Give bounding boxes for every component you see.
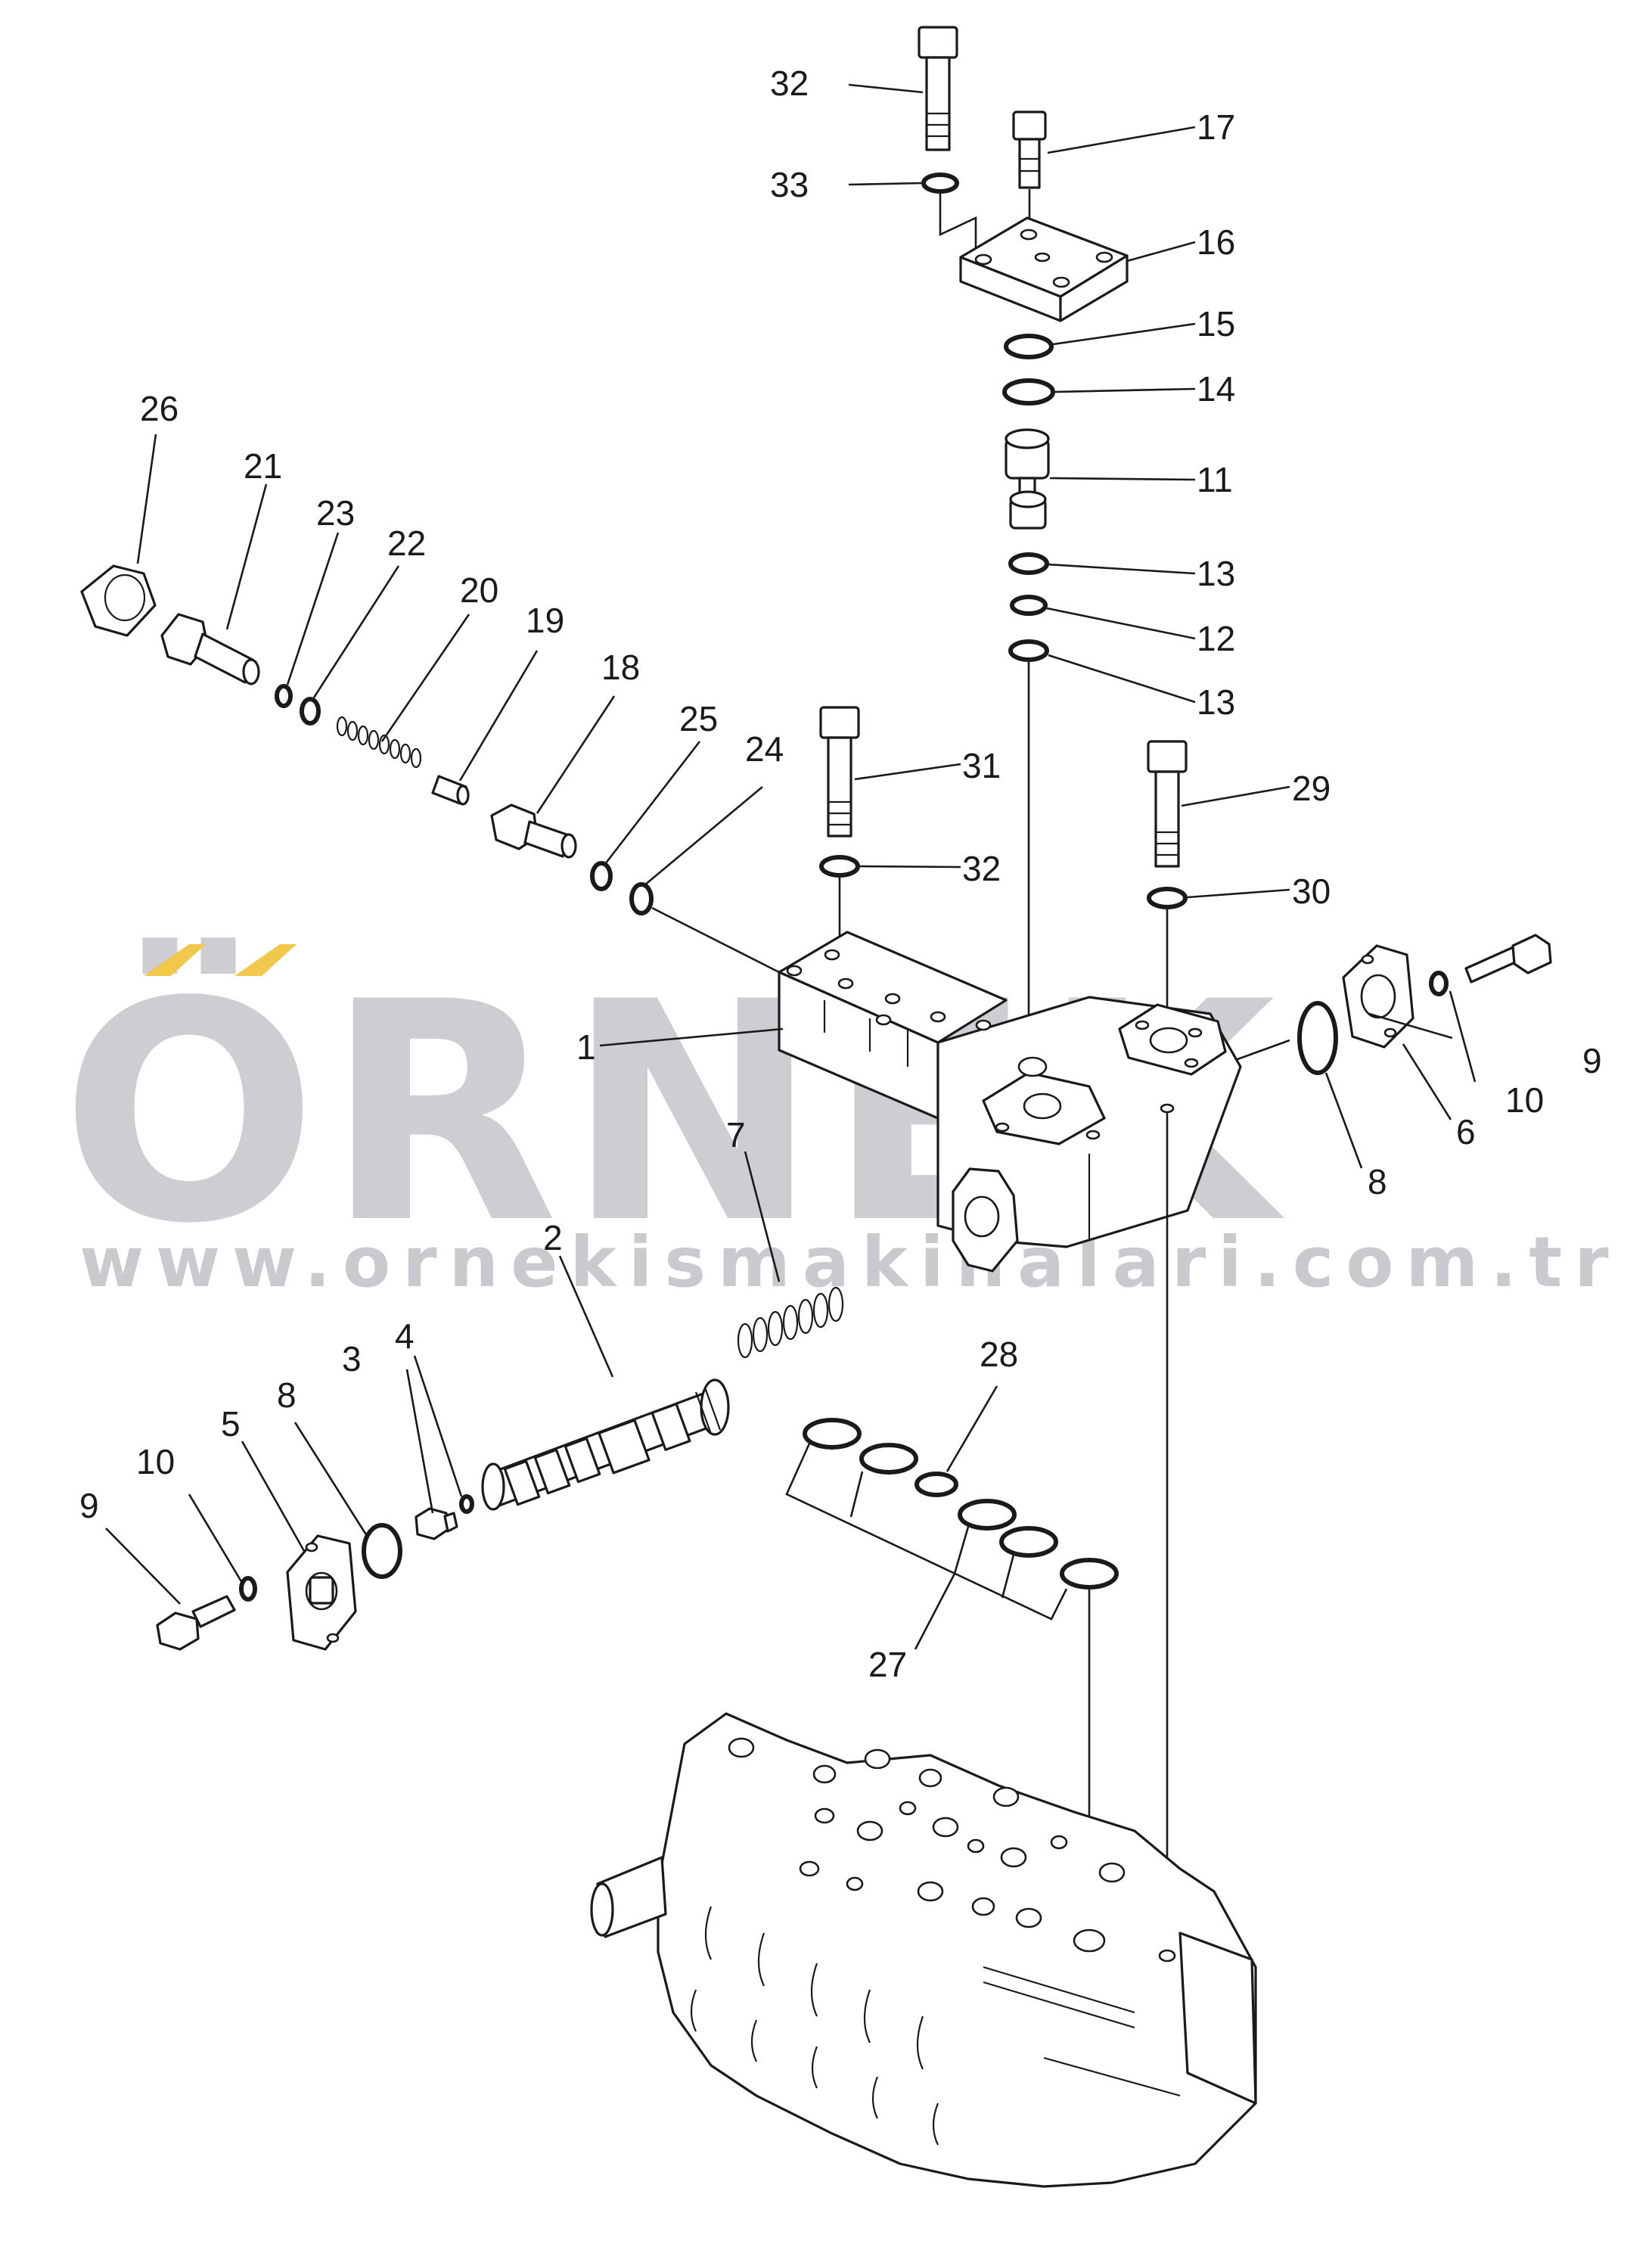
bolt-31 — [819, 706, 860, 838]
callout-4: 4 — [395, 1316, 415, 1356]
o-ring-14 — [1002, 378, 1055, 406]
watermark-umlaut-right — [234, 944, 297, 976]
bolt-9-left — [156, 1595, 236, 1651]
plug-3 — [415, 1507, 458, 1540]
callout-leaders — [105, 83, 1477, 1650]
callout-9-left: 9 — [79, 1486, 99, 1525]
callout-25: 25 — [679, 699, 718, 738]
callout-14: 14 — [1197, 369, 1235, 409]
ring-13-lower — [1008, 639, 1049, 662]
cover-plate-16 — [959, 216, 1129, 322]
ring-13-upper — [1008, 552, 1049, 575]
ring-23 — [275, 684, 293, 708]
ring-4 — [459, 1494, 474, 1514]
control-valve-block — [590, 1712, 1257, 2188]
callout-3: 3 — [342, 1339, 362, 1378]
callout-21: 21 — [244, 446, 282, 486]
callout-23: 23 — [316, 493, 355, 533]
callout-1: 1 — [576, 1027, 596, 1067]
callout-11: 11 — [1197, 460, 1233, 499]
bolt-17 — [1012, 110, 1047, 189]
callout-10-left: 10 — [136, 1442, 175, 1481]
callout-13-lower: 13 — [1197, 682, 1235, 722]
callout-28: 28 — [980, 1335, 1018, 1374]
callout-32-mid: 32 — [962, 849, 1001, 888]
washer-32 — [819, 855, 860, 878]
spool-2 — [481, 1378, 730, 1511]
adjusting-screw-21 — [160, 613, 260, 685]
callout-8-right: 8 — [1368, 1162, 1387, 1201]
washer-10-right — [1429, 971, 1449, 996]
spring-20 — [336, 716, 422, 769]
callout-29: 29 — [1292, 769, 1331, 808]
washer-33 — [921, 172, 959, 194]
callout-15: 15 — [1197, 304, 1235, 343]
washer-10-left — [239, 1576, 257, 1602]
seat-18 — [490, 803, 577, 859]
nut-26 — [80, 564, 157, 637]
callout-16: 16 — [1197, 222, 1235, 262]
callout-20: 20 — [460, 570, 498, 610]
callout-7: 7 — [726, 1115, 746, 1155]
o-ring-8-right — [1297, 1001, 1338, 1075]
watermark-url: www.ornekismakinalari.com.tr — [79, 1222, 1621, 1303]
callout-8-left: 8 — [277, 1375, 297, 1415]
callout-31: 31 — [962, 746, 1001, 785]
washer-30 — [1147, 887, 1188, 909]
o-ring-8-left — [362, 1523, 402, 1579]
spring-7 — [737, 1286, 844, 1359]
callout-26: 26 — [140, 389, 179, 428]
callout-33: 33 — [770, 165, 809, 204]
o-ring-12 — [1010, 595, 1048, 616]
callout-5: 5 — [221, 1404, 241, 1444]
valve-body-1 — [778, 931, 1242, 1273]
callout-19: 19 — [526, 601, 564, 640]
poppet-19 — [431, 775, 470, 806]
ring-15 — [1004, 334, 1054, 359]
o-ring-22 — [300, 697, 321, 726]
callout-labels: 32 33 17 16 15 14 11 13 12 13 26 21 23 2… — [79, 64, 1602, 1684]
o-ring-set-27-28 — [803, 1418, 1119, 1590]
callout-17: 17 — [1197, 107, 1235, 147]
callout-22: 22 — [387, 524, 426, 563]
ring-25 — [590, 861, 613, 891]
end-cover-5 — [286, 1534, 357, 1651]
callout-6: 6 — [1456, 1112, 1476, 1151]
callout-2: 2 — [543, 1218, 563, 1257]
callout-30: 30 — [1292, 872, 1331, 911]
callout-18: 18 — [601, 648, 640, 687]
callout-10-right: 10 — [1505, 1080, 1544, 1120]
callout-24: 24 — [745, 729, 784, 769]
piston-11 — [1005, 428, 1050, 530]
callout-32-top: 32 — [770, 64, 809, 103]
o-ring-24 — [629, 882, 654, 915]
callout-27: 27 — [868, 1645, 907, 1684]
callout-12: 12 — [1197, 619, 1235, 658]
bolt-32-top — [918, 26, 958, 151]
callout-9-right: 9 — [1582, 1041, 1602, 1080]
callout-13-upper: 13 — [1197, 554, 1235, 593]
end-cover-6 — [1342, 944, 1414, 1049]
bolt-29 — [1147, 740, 1188, 868]
watermark-umlaut-left — [144, 944, 206, 976]
bolt-9-right — [1464, 934, 1552, 984]
